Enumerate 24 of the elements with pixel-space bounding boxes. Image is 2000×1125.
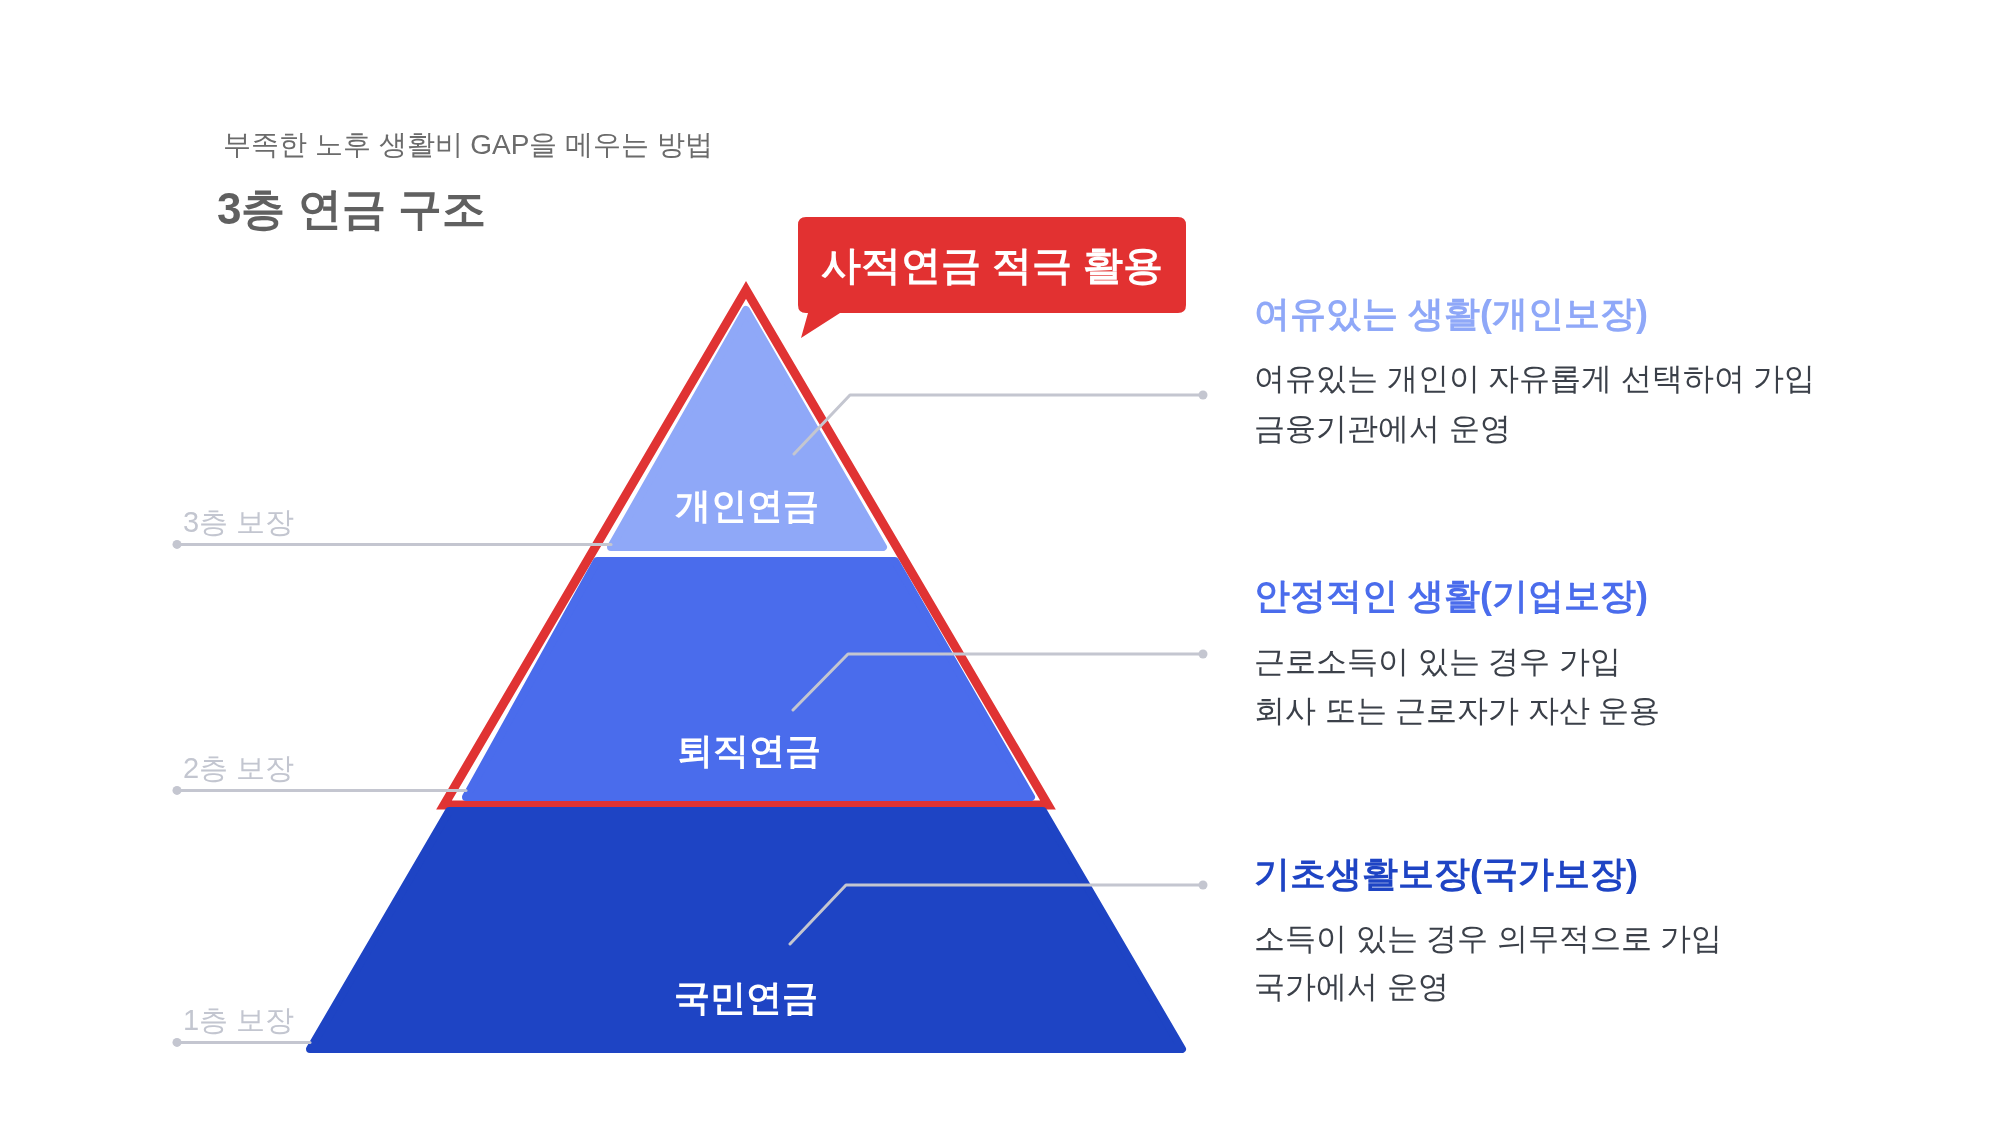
title: 3층 연금 구조 [217,183,486,235]
pyramid-tier: 퇴직연금 [462,557,1035,801]
subtitle: 부족한 노후 생활비 GAP을 메우는 방법 [223,128,714,162]
description-line: 금융기관에서 운영 [1254,410,1511,448]
section-heading: 기초생활보장(국가보장) [1254,852,1638,896]
leader-line [792,390,1208,456]
callout-bubble: 사적연금 적극 활용 [798,217,1186,340]
section-heading: 여유있는 생활(개인보장) [1254,292,1648,336]
leader-line [172,785,468,795]
level-label: 1층 보장 [177,1002,295,1046]
pyramid-tier: 국민연금 [306,807,1186,1053]
leader-line [788,880,1208,946]
description-line: 근로소득이 있는 경우 가입 [1254,643,1621,681]
description-line: 소득이 있는 경우 의무적으로 가입 [1254,920,1723,958]
leader-line [791,649,1208,712]
leader-line [172,539,613,549]
description-line: 회사 또는 근로자가 자산 운용 [1254,692,1661,730]
description-line: 국가에서 운영 [1254,968,1449,1006]
section-heading: 안정적인 생활(기업보장) [1254,574,1648,618]
level-label: 3층 보장 [177,504,295,548]
leader-line [172,1037,312,1047]
description-line: 여유있는 개인이 자유롭게 선택하여 가입 [1254,360,1816,398]
level-label: 2층 보장 [177,750,295,794]
pyramid-tier: 개인연금 [607,306,887,551]
